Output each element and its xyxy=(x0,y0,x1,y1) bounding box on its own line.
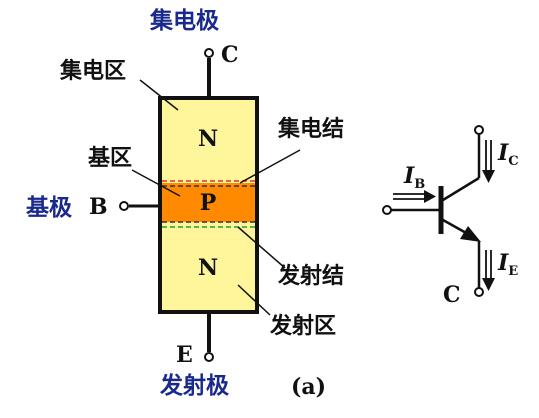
pointer-emitter-region xyxy=(237,284,271,316)
layer-bottom-label: N xyxy=(198,255,218,281)
collector-junction-label: 集电结 xyxy=(277,116,344,142)
symbol-emitter-arrowhead xyxy=(460,226,481,242)
emitter-electrode-label: 发射极 xyxy=(159,372,229,399)
pointer-base-region xyxy=(131,169,181,197)
base-terminal-dot xyxy=(119,201,129,211)
emitter-current-subscript: E xyxy=(508,264,518,279)
emitter-terminal-dot xyxy=(204,352,214,362)
base-current-subscript: B xyxy=(414,177,425,192)
symbol-emitter-terminal-dot xyxy=(474,287,484,297)
emitter-current-arrowhead xyxy=(482,278,495,291)
collector-electrode-label: 集电极 xyxy=(149,7,219,34)
layer-mid-label: P xyxy=(200,190,217,216)
emitter-current-symbol: I xyxy=(497,250,509,276)
layer-top-label: N xyxy=(198,126,218,152)
base-current-label: IB xyxy=(403,163,425,192)
collector-current-label: IC xyxy=(497,140,519,169)
base-electrode-label: 基极 xyxy=(26,195,72,221)
collector-terminal-dot xyxy=(204,48,214,58)
symbol-bottom-terminal-label: C xyxy=(443,282,461,308)
collector-current-arrowhead xyxy=(482,170,495,183)
terminal-c-label: C xyxy=(221,42,239,68)
emitter-junction-label: 发射结 xyxy=(277,263,344,289)
caption-label: (a) xyxy=(291,374,326,400)
terminal-e-label: E xyxy=(176,342,193,368)
pointer-emitter-junction xyxy=(237,226,286,269)
p-region-band xyxy=(162,183,255,222)
base-region-label: 基区 xyxy=(88,146,132,171)
symbol-emitter-diagonal xyxy=(442,218,469,236)
terminal-b-label: B xyxy=(89,194,108,220)
collector-current-subscript: C xyxy=(508,154,518,169)
symbol-base-terminal-dot xyxy=(382,205,392,215)
symbol-collector-diagonal xyxy=(442,176,480,202)
pointer-collector-junction xyxy=(239,149,301,184)
collector-region-label: 集电区 xyxy=(59,58,126,84)
emitter-region-label: 发射区 xyxy=(269,313,336,339)
collector-current-symbol: I xyxy=(497,140,509,166)
base-current-arrowhead xyxy=(424,190,436,203)
pointer-collector-region xyxy=(139,79,179,111)
base-current-symbol: I xyxy=(403,163,415,189)
emitter-current-label: IE xyxy=(497,250,518,279)
symbol-collector-terminal-dot xyxy=(474,125,484,135)
